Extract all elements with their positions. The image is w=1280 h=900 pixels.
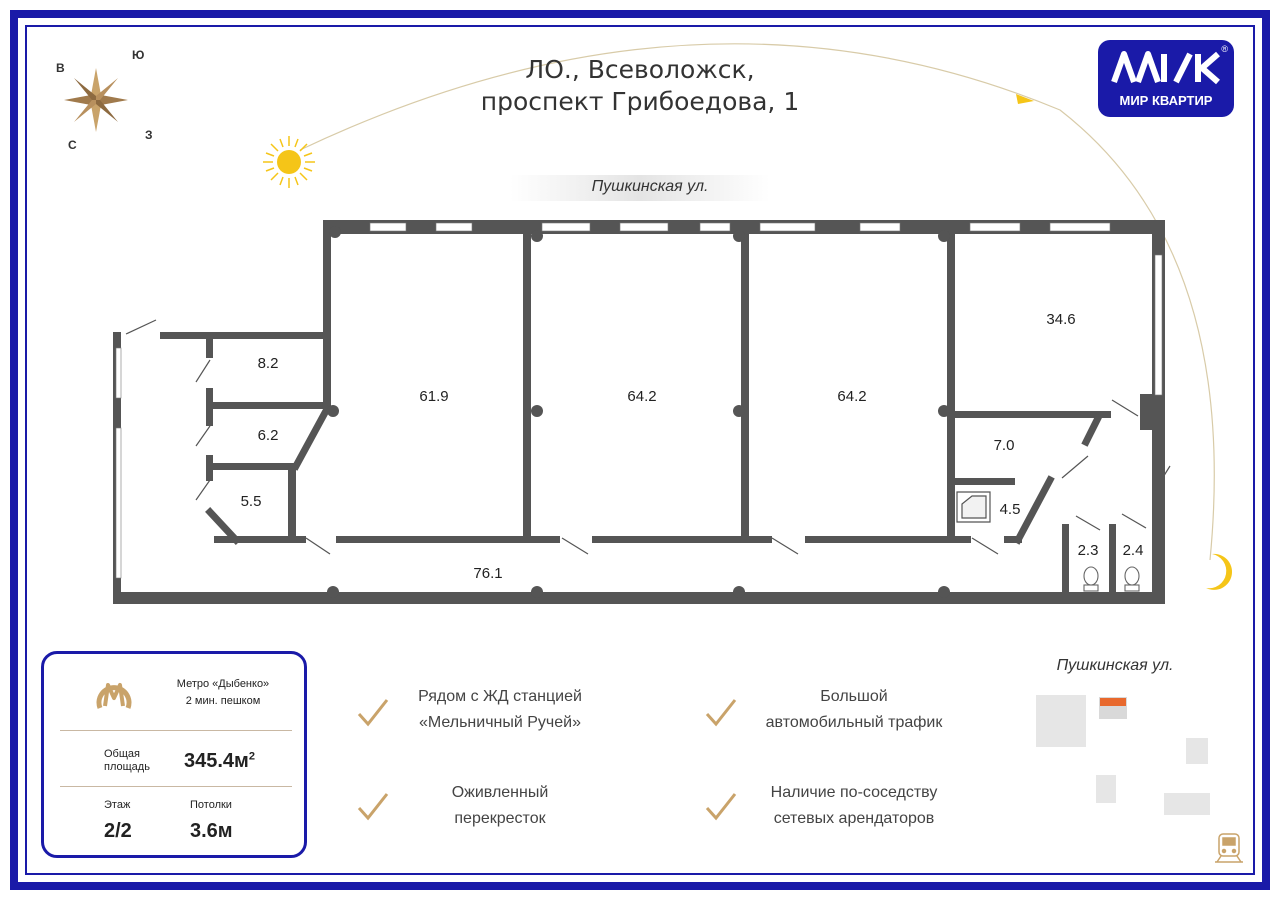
logo-registered-mark: ®: [1221, 44, 1228, 54]
feature-item: Оживленный перекресток: [370, 780, 630, 832]
compass-label-bottom: С: [68, 138, 77, 152]
feature-line1: Оживленный: [451, 784, 549, 801]
room-area-label: 64.2: [627, 388, 657, 405]
area-value: 345.4м2: [184, 750, 255, 773]
area-label-line1: Общая: [104, 748, 140, 760]
feature-line2: сетевых арендаторов: [773, 810, 935, 827]
location-highlight: [1100, 698, 1126, 706]
room-area-label: 76.1: [473, 565, 503, 582]
feature-line2: «Мельничный Ручей»: [418, 714, 581, 731]
train-icon: [1215, 833, 1243, 863]
room-area-label: 7.0: [993, 437, 1015, 454]
page-title: ЛО., Всеволожск, проспект Грибоедова, 1: [390, 54, 890, 118]
floor-label: Этаж: [104, 799, 131, 811]
sun-path-arc: [299, 43, 1215, 561]
check-icon: [357, 793, 389, 821]
feature-line1: Большой: [820, 688, 888, 705]
room-area-label: 34.6: [1046, 311, 1076, 328]
feature-item: Наличие по-соседству сетевых арендаторов: [724, 780, 984, 832]
feature-line2: автомобильный трафик: [765, 714, 943, 731]
check-icon: [705, 699, 737, 727]
area-label: Общая площадь: [104, 748, 150, 774]
street-label-map: Пушкинская ул.: [1056, 657, 1174, 674]
feature-item: Рядом с ЖД станцией «Мельничный Ручей»: [370, 684, 630, 736]
ceiling-value: 3.6м: [190, 820, 233, 842]
metro-icon: [96, 683, 132, 709]
compass-label-top: Ю: [132, 48, 145, 62]
card-divider: [60, 786, 292, 787]
door-swings: [125, 319, 1171, 555]
room-area-label: 8.2: [257, 355, 279, 372]
title-line1: ЛО., Всеволожск,: [525, 55, 755, 84]
room-area-label: 61.9: [419, 388, 449, 405]
sun-icon: [263, 136, 315, 188]
compass-label-left: В: [56, 61, 65, 75]
company-logo: ® МИР КВАРТИР: [1098, 40, 1234, 117]
room-area-label: 2.4: [1122, 542, 1144, 559]
columns: [327, 226, 950, 598]
check-icon: [357, 699, 389, 727]
compass-rose-icon: [64, 68, 128, 132]
feature-item: Большой автомобильный трафик: [724, 684, 984, 736]
street-label-top: Пушкинская ул.: [591, 178, 709, 195]
floor-value: 2/2: [104, 820, 132, 842]
room-area-label: 64.2: [837, 388, 867, 405]
metro-info: Метро «Дыбенко» 2 мин. пешком: [148, 676, 298, 710]
windows: [115, 222, 1163, 579]
area-unit: 2: [248, 750, 255, 763]
check-icon: [705, 793, 737, 821]
area-label-line2: площадь: [104, 761, 150, 773]
room-area-label: 4.5: [999, 501, 1021, 518]
inner-frame: [25, 25, 1255, 875]
room-area-label: 2.3: [1077, 542, 1099, 559]
metro-walk-time: 2 мин. пешком: [185, 695, 261, 707]
bathtub-icon: [956, 491, 991, 523]
room-area-label: 6.2: [257, 427, 279, 444]
info-card: Метро «Дыбенко» 2 мин. пешком Общая площ…: [41, 651, 307, 858]
diagonal-walls: [205, 404, 1103, 545]
card-divider: [60, 730, 292, 731]
feature-line1: Наличие по-соседству: [770, 784, 938, 801]
logo-text: МИР КВАРТИР: [1119, 93, 1213, 108]
room-area-label: 5.5: [240, 493, 262, 510]
walls: [113, 220, 1165, 604]
toilet-icon: [1083, 566, 1140, 592]
title-line2: проспект Грибоедова, 1: [480, 87, 800, 116]
feature-line1: Рядом с ЖД станцией: [418, 688, 582, 705]
compass-label-right: З: [145, 128, 153, 142]
feature-line2: перекресток: [454, 810, 546, 827]
sun-path-arrow: [1016, 94, 1034, 104]
mir-kvartir-logo-icon: [1111, 51, 1220, 85]
ceiling-label: Потолки: [190, 799, 232, 811]
location-mini-map: [1036, 695, 1210, 815]
outer-frame: [10, 10, 1270, 890]
moon-icon: [1206, 553, 1233, 590]
street-top-band: [510, 175, 770, 201]
area-number: 345.4м: [184, 750, 249, 772]
metro-station: Метро «Дыбенко»: [176, 678, 270, 690]
